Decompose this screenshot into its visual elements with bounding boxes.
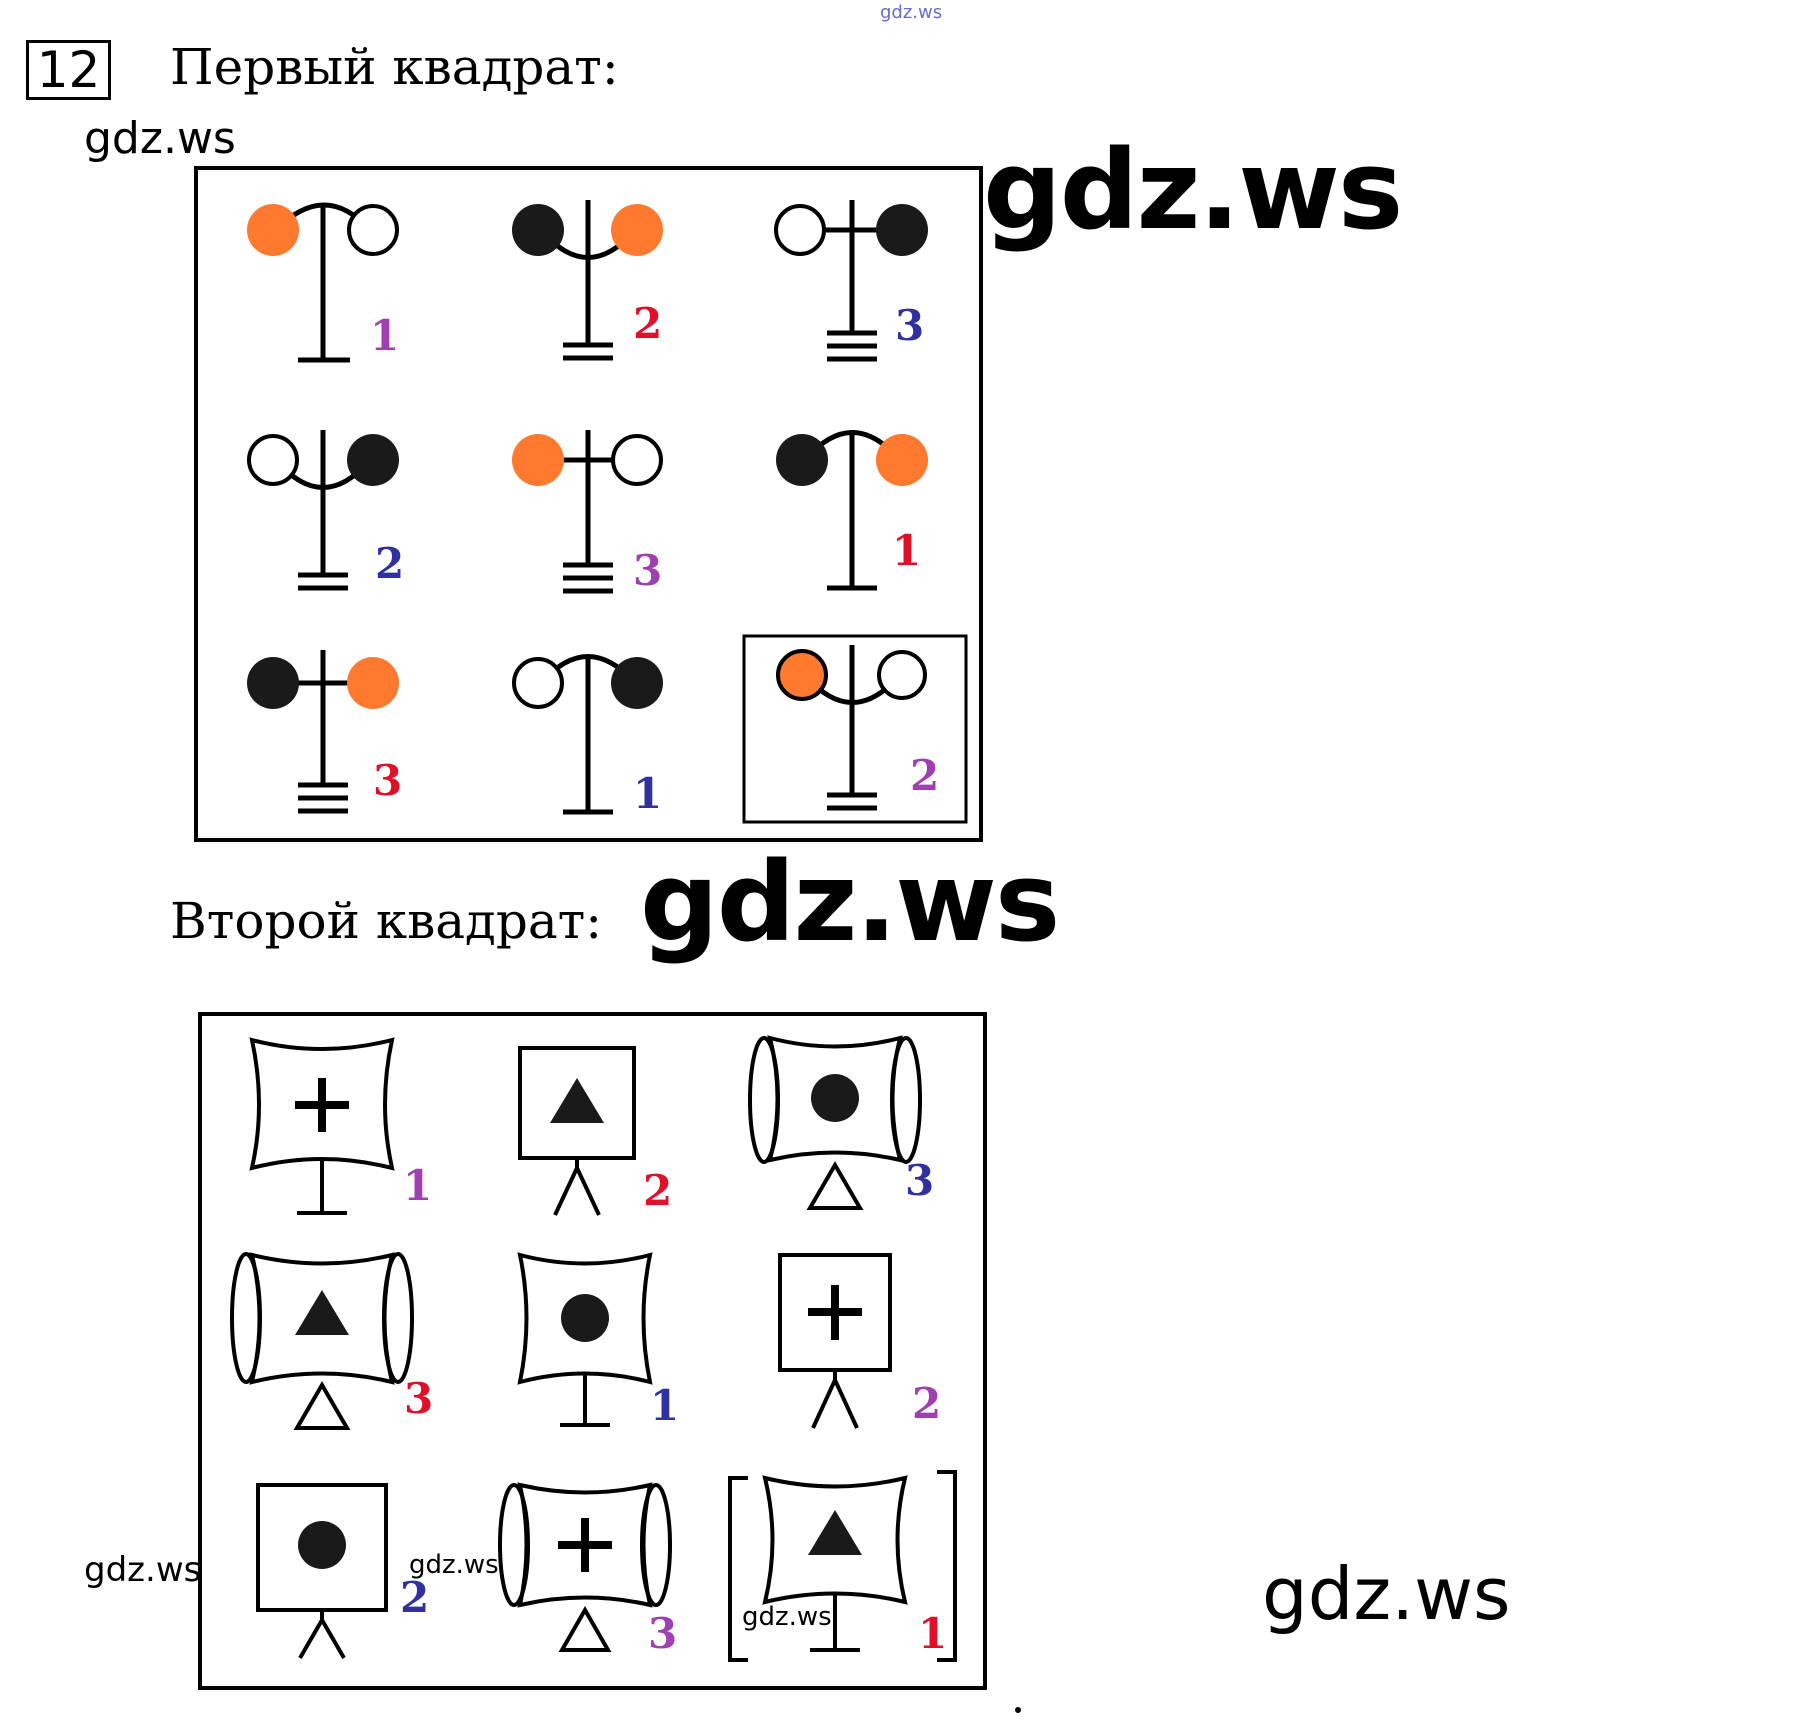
figure-cell: 1: [517, 1252, 679, 1430]
figure-cell: 3: [512, 430, 663, 595]
cell-label: 1: [403, 1161, 432, 1210]
figure-cell: 3: [230, 1252, 433, 1430]
figure-cell: 3: [247, 650, 402, 814]
cell-label: 2: [643, 1166, 672, 1215]
figure-cell: 2: [247, 430, 404, 591]
second-square-title: Второй квадрат:: [170, 892, 603, 950]
watermark: gdz.ws: [640, 838, 1060, 966]
cell-label: 2: [375, 539, 404, 588]
figure-cell: 2: [512, 200, 663, 361]
task-number-box: 12: [26, 40, 111, 100]
figure-cell: 3: [774, 200, 928, 362]
cell-label: 1: [370, 311, 399, 360]
watermark: gdz.ws: [1262, 1552, 1511, 1636]
watermark: gdz.ws: [409, 1550, 499, 1580]
second-square-frame: [198, 1012, 987, 1690]
figure-cell: 3: [748, 1035, 934, 1210]
watermark: gdz.ws: [880, 2, 943, 23]
cell-label: 1: [650, 1381, 679, 1430]
watermark: gdz.ws: [742, 1602, 832, 1632]
cell-label: 2: [910, 751, 939, 800]
watermark: gdz.ws: [84, 113, 236, 164]
watermark: gdz.ws: [983, 126, 1403, 254]
cell-label: 1: [633, 769, 662, 818]
answer-highlight-box: [742, 634, 968, 824]
figure-cell: 2: [778, 1253, 941, 1429]
cell-label: 3: [648, 1609, 677, 1658]
figure-cell: 1: [776, 430, 928, 591]
watermark: gdz.ws: [84, 1550, 202, 1590]
figure-cell: 3: [498, 1482, 677, 1658]
figure-cell: 2: [256, 1483, 429, 1660]
figure-cell: 1: [247, 202, 399, 363]
answer-figure: 2: [776, 645, 939, 811]
cell-label: 3: [905, 1156, 934, 1205]
answer-figure: 1: [762, 1475, 947, 1658]
cell-label: 1: [892, 526, 921, 575]
cell-label: 3: [633, 546, 662, 595]
answer-highlight-bracket: [728, 1470, 957, 1662]
cell-label: 3: [373, 756, 402, 805]
cell-label: 1: [918, 1609, 947, 1658]
first-square-title: Первый квадрат:: [170, 38, 619, 96]
cell-label: 3: [895, 301, 924, 350]
figure-cell: 2: [518, 1046, 672, 1216]
cell-label: 2: [633, 299, 662, 348]
first-square-frame: [194, 166, 983, 842]
stray-dot: [1015, 1707, 1021, 1713]
cell-label: 2: [912, 1379, 941, 1428]
cell-label: 3: [404, 1374, 433, 1423]
figure-cell: 1: [249, 1037, 432, 1215]
cell-label: 2: [400, 1573, 429, 1622]
figure-cell: 1: [512, 654, 663, 818]
